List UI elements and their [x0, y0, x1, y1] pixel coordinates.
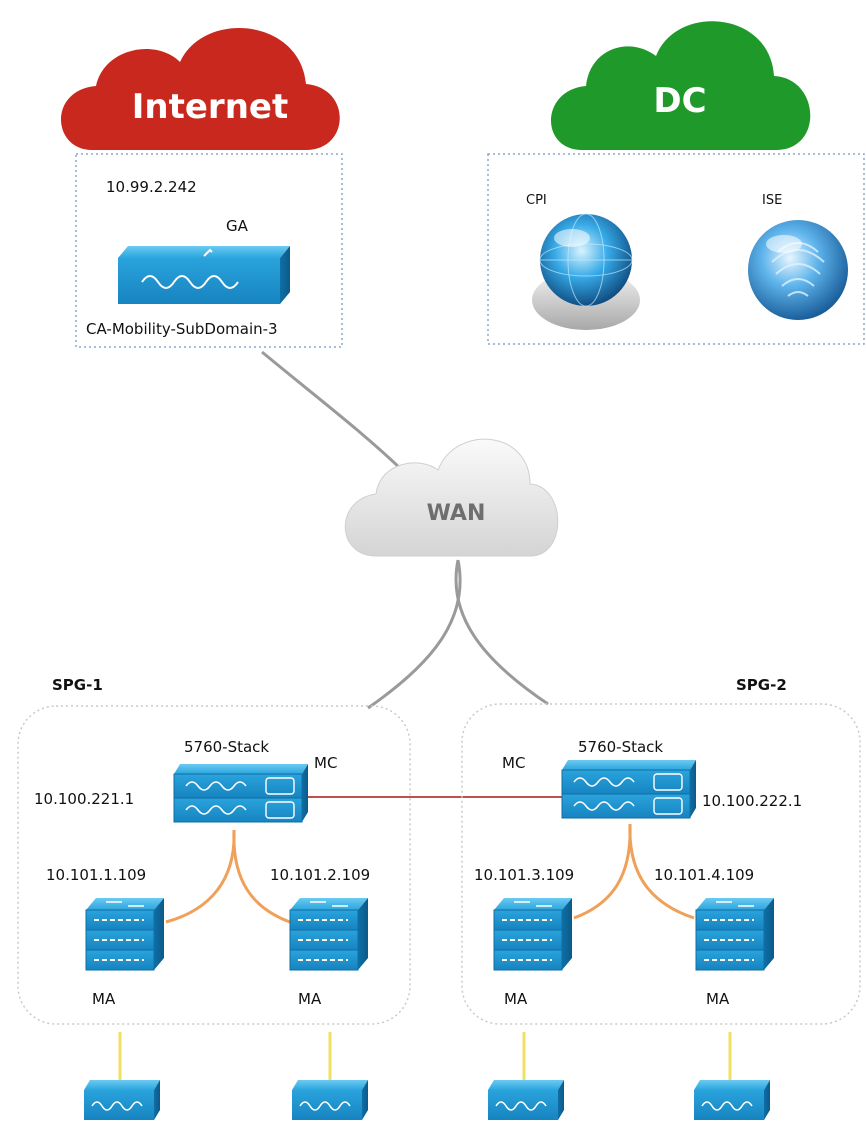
spg1-agent1-switch-icon: [85, 898, 164, 971]
spg2-stack-ip: 10.100.222.1: [702, 792, 802, 810]
spg1-label: SPG-1: [52, 676, 103, 694]
link-spg2-ma3: [573, 823, 632, 920]
link-spg1-ma1: [165, 829, 236, 924]
spg2-agent2-switch-icon: [695, 898, 774, 971]
link-spg1-ma2: [232, 829, 291, 924]
spg1-zone-border: [17, 705, 411, 1025]
spg2-zone-border: [461, 703, 861, 1025]
dc-zone-border: [487, 153, 865, 345]
fingerprint-sphere-icon: [748, 220, 848, 320]
internet-zone-border: [75, 153, 343, 348]
access-point-icon-4: [694, 1080, 770, 1120]
spg2-role-label: MC: [502, 754, 525, 772]
link-wan-to-spg1: [367, 559, 462, 710]
link-spg2-ma4: [628, 823, 695, 920]
spg2-agent1-ip: 10.101.3.109: [474, 866, 574, 884]
dc-cloud-label: DC: [653, 81, 706, 121]
access-point-icon-2: [292, 1080, 368, 1120]
spg1-agent2-ip: 10.101.2.109: [270, 866, 370, 884]
spg2-agent2-ip: 10.101.4.109: [654, 866, 754, 884]
spg1-agent1-role: MA: [92, 990, 116, 1008]
spg1-stack-ip: 10.100.221.1: [34, 790, 134, 808]
spg2-stack-icon: [561, 760, 696, 819]
access-point-icon-1: [84, 1080, 160, 1120]
ga-device-name: CA-Mobility-SubDomain-3: [86, 320, 278, 338]
spg2-agent1-role: MA: [504, 990, 528, 1008]
ga-controller-icon: [118, 246, 290, 304]
spg1-stack-icon: [173, 764, 308, 823]
spg1-agent2-switch-icon: [289, 898, 368, 971]
link-ga-to-wan: [261, 350, 404, 472]
internet-cloud-icon: Internet: [61, 28, 340, 150]
wan-cloud-icon: WAN: [344, 438, 559, 557]
ga-role-label: GA: [226, 217, 249, 235]
links: [118, 350, 732, 1080]
spg2-stack-label: 5760-Stack: [578, 738, 663, 756]
spg1-role-label: MC: [314, 754, 337, 772]
spg1-stack-label: 5760-Stack: [184, 738, 269, 756]
dc-cloud-icon: DC: [550, 21, 811, 150]
wan-cloud-label: WAN: [427, 501, 486, 526]
ise-label: ISE: [762, 193, 782, 208]
spg1-agent2-role: MA: [298, 990, 322, 1008]
internet-cloud-label: Internet: [132, 87, 288, 127]
cpi-label: CPI: [526, 193, 547, 208]
spg2-agent1-switch-icon: [493, 898, 572, 971]
spg2-agent2-role: MA: [706, 990, 730, 1008]
globe-sphere-icon: [532, 213, 640, 330]
spg1-agent1-ip: 10.101.1.109: [46, 866, 146, 884]
link-wan-to-spg2: [454, 559, 549, 706]
spg2-label: SPG-2: [736, 676, 787, 694]
access-point-icon-3: [488, 1080, 564, 1120]
ga-ip-label: 10.99.2.242: [106, 178, 197, 196]
